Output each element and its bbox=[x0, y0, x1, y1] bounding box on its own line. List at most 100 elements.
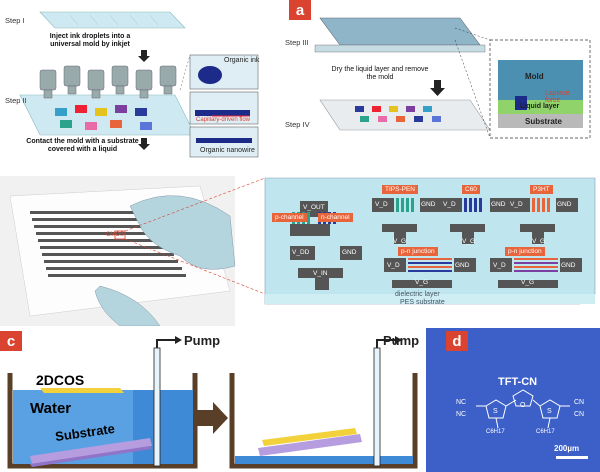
step2-mold bbox=[19, 94, 196, 136]
panel-a-tag: a bbox=[289, 0, 311, 20]
gnd-label-4: GND bbox=[557, 201, 572, 208]
tips-pen-tag: TIPS-PEN bbox=[382, 185, 418, 194]
inkjet-heads bbox=[39, 65, 177, 99]
photo-cmos-label: CMOS bbox=[106, 232, 124, 238]
water-right bbox=[235, 456, 413, 464]
panel-d-tag: d bbox=[446, 331, 468, 351]
step4-substrate bbox=[319, 99, 491, 131]
gnd-label-5: GND bbox=[455, 262, 470, 269]
panel-d-drawing bbox=[476, 389, 588, 459]
nc-label-2: NC bbox=[456, 411, 467, 418]
water-label: Water bbox=[30, 400, 72, 417]
twodcos-label: 2DCOS bbox=[36, 372, 85, 388]
pn-junction-tag-1: p-n junction bbox=[398, 247, 438, 256]
pes-label: PES substrate bbox=[400, 299, 445, 306]
step1-label: Step I bbox=[5, 16, 25, 25]
zoom-box bbox=[489, 39, 591, 139]
n-channel-tag: n-channel bbox=[318, 213, 353, 222]
vin-label: V_IN bbox=[313, 270, 328, 277]
laplace-force-label: Laplace force bbox=[545, 90, 570, 104]
vout-label: V_OUT bbox=[303, 204, 325, 211]
panel-a: a bbox=[0, 0, 600, 175]
step3-label: Step III bbox=[285, 38, 309, 47]
step1-mold bbox=[39, 11, 186, 29]
vdd-label: V_DD bbox=[292, 249, 310, 256]
film-2dcos-right bbox=[262, 428, 357, 446]
p3ht-tag: P3HT bbox=[530, 185, 553, 194]
substrate-label-a: Substrate bbox=[525, 117, 562, 126]
c60-stripes bbox=[464, 198, 482, 212]
step2-label: Step II bbox=[5, 96, 27, 105]
molecule-structure bbox=[476, 389, 570, 429]
transition-arrow bbox=[195, 402, 228, 434]
vg-label-3: V_G bbox=[532, 238, 546, 245]
gnd-label-1: GND bbox=[342, 249, 357, 256]
tips-pen-stripes bbox=[396, 198, 414, 212]
scale-label: 200µm bbox=[554, 444, 580, 453]
mold-label: Mold bbox=[525, 72, 544, 81]
vd-label-5: V_D bbox=[493, 262, 506, 269]
arrow-down-2 bbox=[138, 138, 150, 150]
panel-c-drawing bbox=[7, 336, 418, 469]
pump-tube-left bbox=[153, 347, 161, 467]
alkyl-label-1: C6H17 bbox=[486, 429, 505, 435]
capillary-flow-label: Capillary-driven flow bbox=[196, 117, 251, 123]
vd-label-2: V_D bbox=[443, 201, 456, 208]
vd-label-3: V_D bbox=[510, 201, 523, 208]
compound-label: TFT-CN bbox=[498, 376, 538, 388]
panel-d: d TFT-CN NC NC CN CN S O S C6H17 C6H17 2… bbox=[426, 328, 600, 472]
liquid-layer-label: Liquid layer bbox=[520, 103, 560, 110]
step4-patterns bbox=[355, 106, 441, 122]
dielectric-label: dielectric layer bbox=[395, 291, 440, 298]
inject-text: Inject ink droplets into a universal mol… bbox=[49, 33, 131, 48]
contact-text: Contact the mold with a substrate covere… bbox=[26, 138, 139, 153]
pn-junction-tag-2: p-n junction bbox=[505, 247, 545, 256]
pn-junction-1-stripes bbox=[408, 258, 452, 272]
film-2dcos bbox=[40, 388, 124, 393]
cn-label-1: CN bbox=[574, 399, 585, 406]
gloved-hand bbox=[129, 195, 236, 270]
tank-right bbox=[229, 373, 418, 469]
gnd-label-2: GND bbox=[421, 201, 436, 208]
vg-label-1: V_G bbox=[393, 238, 407, 245]
substrate-block bbox=[498, 114, 583, 128]
scale-bar bbox=[556, 456, 588, 459]
panel-b: b bbox=[0, 176, 600, 326]
dry-text: Dry the liquid layer and remove the mold bbox=[331, 66, 429, 81]
p-channel-tag: p-channel bbox=[272, 213, 307, 222]
organic-nanowire-label: Organic nanowire bbox=[200, 147, 255, 154]
pn-junction-2-stripes bbox=[514, 258, 558, 272]
gnd-label-6: GND bbox=[561, 262, 576, 269]
p3ht-stripes bbox=[532, 198, 550, 212]
electrodes bbox=[290, 198, 582, 290]
s-label-1: S bbox=[493, 408, 498, 415]
substrate-left bbox=[30, 438, 152, 464]
vd-label-1: V_D bbox=[375, 201, 388, 208]
arrow-down-1 bbox=[138, 50, 150, 62]
vg-label-2: V_G bbox=[462, 238, 476, 245]
pump-label-1: Pump bbox=[184, 333, 221, 348]
gnd-label-3: GND bbox=[491, 201, 506, 208]
panel-a-drawing bbox=[19, 11, 591, 158]
mold-block bbox=[498, 60, 583, 100]
c60-tag: C60 bbox=[462, 185, 480, 194]
cn-label-2: CN bbox=[574, 411, 585, 418]
step4-label: Step IV bbox=[285, 120, 310, 129]
arrow-down-3 bbox=[430, 80, 445, 96]
vd-label-4: V_D bbox=[387, 262, 400, 269]
nc-label-1: NC bbox=[456, 399, 467, 406]
panel-c-tag: c bbox=[0, 331, 22, 351]
vg-label-4: V_G bbox=[415, 279, 429, 286]
circuit-array bbox=[30, 211, 186, 277]
o-label: O bbox=[520, 402, 526, 409]
substrate-right bbox=[258, 434, 362, 456]
panel-c: c Pump Pump 2DCOS Water Substrate bbox=[0, 328, 420, 472]
organic-ink-label: Organic ink bbox=[224, 57, 260, 64]
pump-label-2: Pump bbox=[383, 333, 420, 348]
vg-label-5: V_G bbox=[521, 279, 535, 286]
pump-tube-right bbox=[373, 347, 381, 467]
step3-mold bbox=[319, 17, 481, 46]
alkyl-label-2: C6H17 bbox=[536, 429, 555, 435]
inset-capillary-flow bbox=[189, 91, 259, 125]
s-label-2: S bbox=[547, 408, 552, 415]
